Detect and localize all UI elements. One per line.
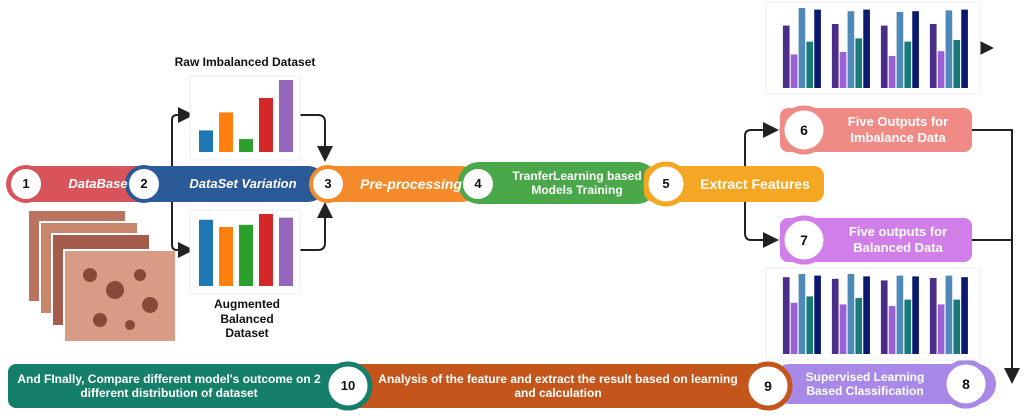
bar	[790, 54, 798, 88]
step2-label: DataSet Variation	[189, 176, 297, 192]
bar	[904, 299, 912, 354]
skin-images-stack	[27, 209, 177, 343]
step3-number: 3	[324, 176, 332, 192]
raw-imbalanced-chart	[189, 75, 301, 161]
bar	[831, 24, 839, 88]
bar	[806, 296, 814, 354]
step8-label: Supervised Learning Based Classification	[805, 369, 925, 398]
bar	[880, 280, 888, 354]
bar	[929, 278, 937, 354]
step7-circle	[779, 215, 829, 265]
step10-label: And FInally, Compare different model's o…	[17, 371, 321, 400]
bar	[937, 304, 945, 354]
bar	[259, 98, 273, 152]
bar	[929, 24, 937, 88]
step7-label: Five outputs for Balanced Data	[848, 224, 948, 255]
bar	[239, 224, 253, 286]
bar	[782, 25, 790, 89]
step6-label: Five Outputs for Imbalance Data	[847, 114, 949, 145]
step2-bar	[126, 166, 326, 202]
step6-circle	[779, 105, 829, 155]
step3-label: Pre-processing	[360, 175, 462, 192]
bar	[945, 10, 953, 88]
step5-label: Extract Features	[700, 175, 810, 192]
bar	[863, 276, 870, 354]
step4-circle	[459, 165, 497, 203]
step3-bar	[310, 166, 480, 202]
step2-circle	[125, 165, 163, 203]
bar	[847, 11, 855, 89]
bar	[814, 9, 821, 89]
bar	[219, 226, 233, 286]
bar	[888, 56, 896, 88]
step6-bar	[780, 108, 972, 152]
bar	[199, 130, 213, 152]
bar	[199, 219, 213, 286]
bar	[839, 52, 847, 88]
bar	[896, 12, 904, 88]
step8-bar	[770, 364, 996, 404]
bar	[904, 41, 912, 88]
bar	[806, 41, 814, 88]
flow-arrows	[171, 40, 1020, 384]
imbalance-outputs-chart	[765, 1, 981, 95]
step4-bar	[458, 162, 658, 204]
bar	[855, 298, 863, 354]
bar	[863, 9, 870, 89]
step10-circle	[323, 361, 373, 411]
balanced-outputs-chart	[765, 267, 981, 361]
step1-circle	[7, 165, 45, 203]
step7-number: 7	[800, 231, 808, 248]
step3-circle	[309, 165, 347, 203]
step5-number: 5	[662, 176, 670, 192]
bar	[937, 51, 945, 88]
raw-dataset-caption: Raw Imbalanced Dataset	[174, 54, 316, 69]
step6-number: 6	[800, 121, 808, 138]
bar	[239, 139, 253, 152]
step1-bar	[6, 166, 156, 202]
bar	[953, 40, 961, 88]
step10-number: 10	[340, 378, 356, 394]
bar	[945, 275, 953, 354]
step4-number: 4	[474, 176, 482, 192]
step10-bar	[8, 364, 358, 408]
bar	[888, 306, 896, 354]
step9-bar	[340, 364, 780, 408]
bar	[855, 38, 863, 88]
augmented-dataset-caption: Augmented Balanced Dataset	[214, 297, 280, 341]
bar	[880, 25, 888, 89]
step8-number: 8	[962, 375, 970, 392]
step5-bar	[644, 166, 824, 202]
step1-number: 1	[22, 176, 30, 192]
bar	[790, 302, 798, 354]
step4-label: TranferLearning based Models Training	[512, 168, 642, 197]
bar	[847, 274, 855, 354]
bar	[259, 214, 273, 286]
bar	[912, 11, 919, 89]
step9-circle	[743, 361, 793, 411]
bar	[279, 80, 293, 152]
bar	[953, 299, 961, 354]
bar	[798, 274, 806, 354]
step5-circle	[643, 161, 689, 207]
bar	[798, 8, 806, 88]
bar	[219, 112, 233, 152]
bar	[814, 275, 821, 354]
step1-label: DataBase	[68, 176, 128, 192]
step8-circle	[941, 359, 991, 409]
bar	[831, 278, 839, 354]
augmented-balanced-chart	[189, 209, 301, 295]
step2-number: 2	[140, 176, 148, 192]
bar	[279, 217, 293, 286]
bar	[912, 276, 919, 354]
bar	[961, 277, 968, 354]
step7-bar	[780, 218, 972, 262]
step9-number: 9	[764, 377, 772, 394]
bar	[961, 9, 968, 89]
bar	[839, 304, 847, 354]
step9-label: Analysis of the feature and extract the …	[378, 371, 738, 400]
bar	[782, 277, 790, 354]
bar	[896, 275, 904, 354]
